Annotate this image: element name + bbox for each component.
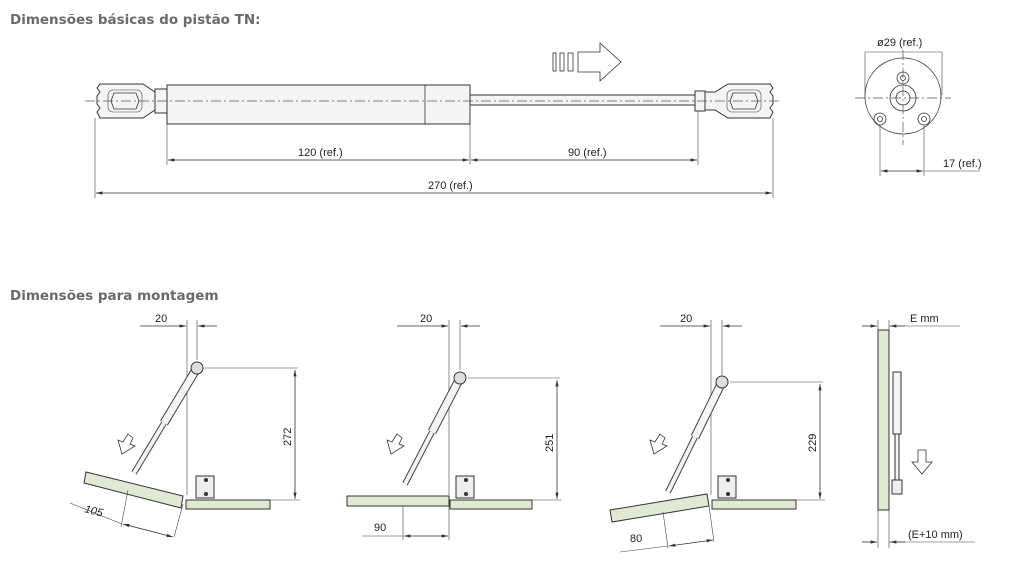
dim-rod-length: 90 (ref.) <box>568 147 607 159</box>
piston-end-view <box>855 50 980 176</box>
mounting-diagram-1 <box>69 320 300 538</box>
dim-height-1: 272 <box>282 428 294 446</box>
dim-diameter: ø29 (ref.) <box>877 37 922 49</box>
dim-thickness-top: E mm <box>910 313 939 325</box>
basic-dimensions-title: Dimensões básicas do pistão TN: <box>10 12 261 28</box>
dim-panel-3: 80 <box>630 533 642 545</box>
dim-body-length: 120 (ref.) <box>298 147 343 159</box>
mounting-diagram-3 <box>609 320 825 553</box>
mounting-dimensions-title: Dimensões para montagem <box>10 288 219 304</box>
dim-total-length: 270 (ref.) <box>428 180 473 192</box>
mounting-diagram-2 <box>346 320 562 540</box>
dim-panel-2: 90 <box>374 522 386 534</box>
piston-side-view <box>85 83 782 125</box>
direction-arrow-icon <box>552 42 622 82</box>
dim-height-3: 229 <box>807 434 819 452</box>
dim-offset-3: 20 <box>680 313 692 325</box>
dim-panel-1: 105 <box>83 503 105 520</box>
dim-height-2: 251 <box>544 434 556 452</box>
dim-offset-2: 20 <box>420 313 432 325</box>
mounting-diagram-4 <box>862 320 975 548</box>
dim-hole-spacing: 17 (ref.) <box>943 158 982 170</box>
dim-offset-1: 20 <box>155 313 167 325</box>
dim-thickness-bottom: (E+10 mm) <box>908 529 963 541</box>
